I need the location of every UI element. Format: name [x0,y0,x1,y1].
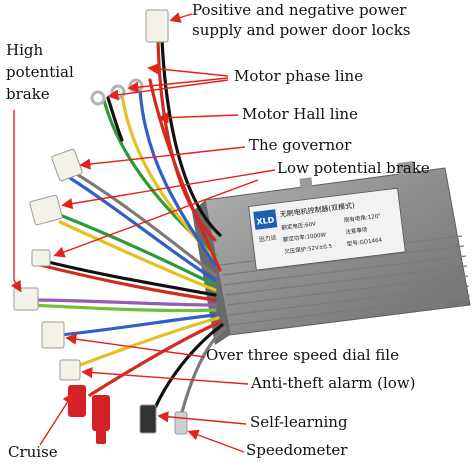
speed-dial-connector [41,321,65,349]
label-anti-theft-alarm: Anti-theft alarm (low) [251,374,416,392]
self-learning-plug [139,404,157,434]
low-brake-connector [31,249,51,267]
label-self-learning: Self-learning [250,413,348,431]
label-low-potential-brake: Low potential brake [277,159,430,177]
label-brand: XLD [256,215,275,226]
label-power-supply-line2: supply and power door locks [192,21,411,39]
label-note: 注意事项 [345,225,368,236]
label-speedometer: Speedometer [246,441,348,459]
high-brake-connector [13,287,39,311]
power-connector [145,9,169,43]
label-high-brake-line1: High [6,41,44,59]
label-high-brake-line3: brake [6,85,50,103]
label-over-three-speed: Over three speed dial file [206,346,399,364]
label-maker: 迅力达 [258,233,277,243]
alarm-connector [59,359,81,381]
governor-connector [29,194,63,226]
hall-connector [51,148,83,182]
label-motor-phase-line: Motor phase line [234,67,364,85]
controller-label-sticker: XLD 无刷电机控制器(双模式) 额定电压:60V 额定功率:1000W 欠压保… [248,187,406,271]
label-cruise: Cruise [8,443,58,461]
label-motor-hall-line: Motor Hall line [242,105,358,123]
label-governor: The governor [249,136,352,154]
label-high-brake-line2: potential [6,63,74,81]
speedometer-plug [174,411,188,435]
connector-plugs [13,9,188,435]
annotation-arrows [10,12,276,453]
label-power-supply-line1: Positive and negative power [192,1,407,19]
